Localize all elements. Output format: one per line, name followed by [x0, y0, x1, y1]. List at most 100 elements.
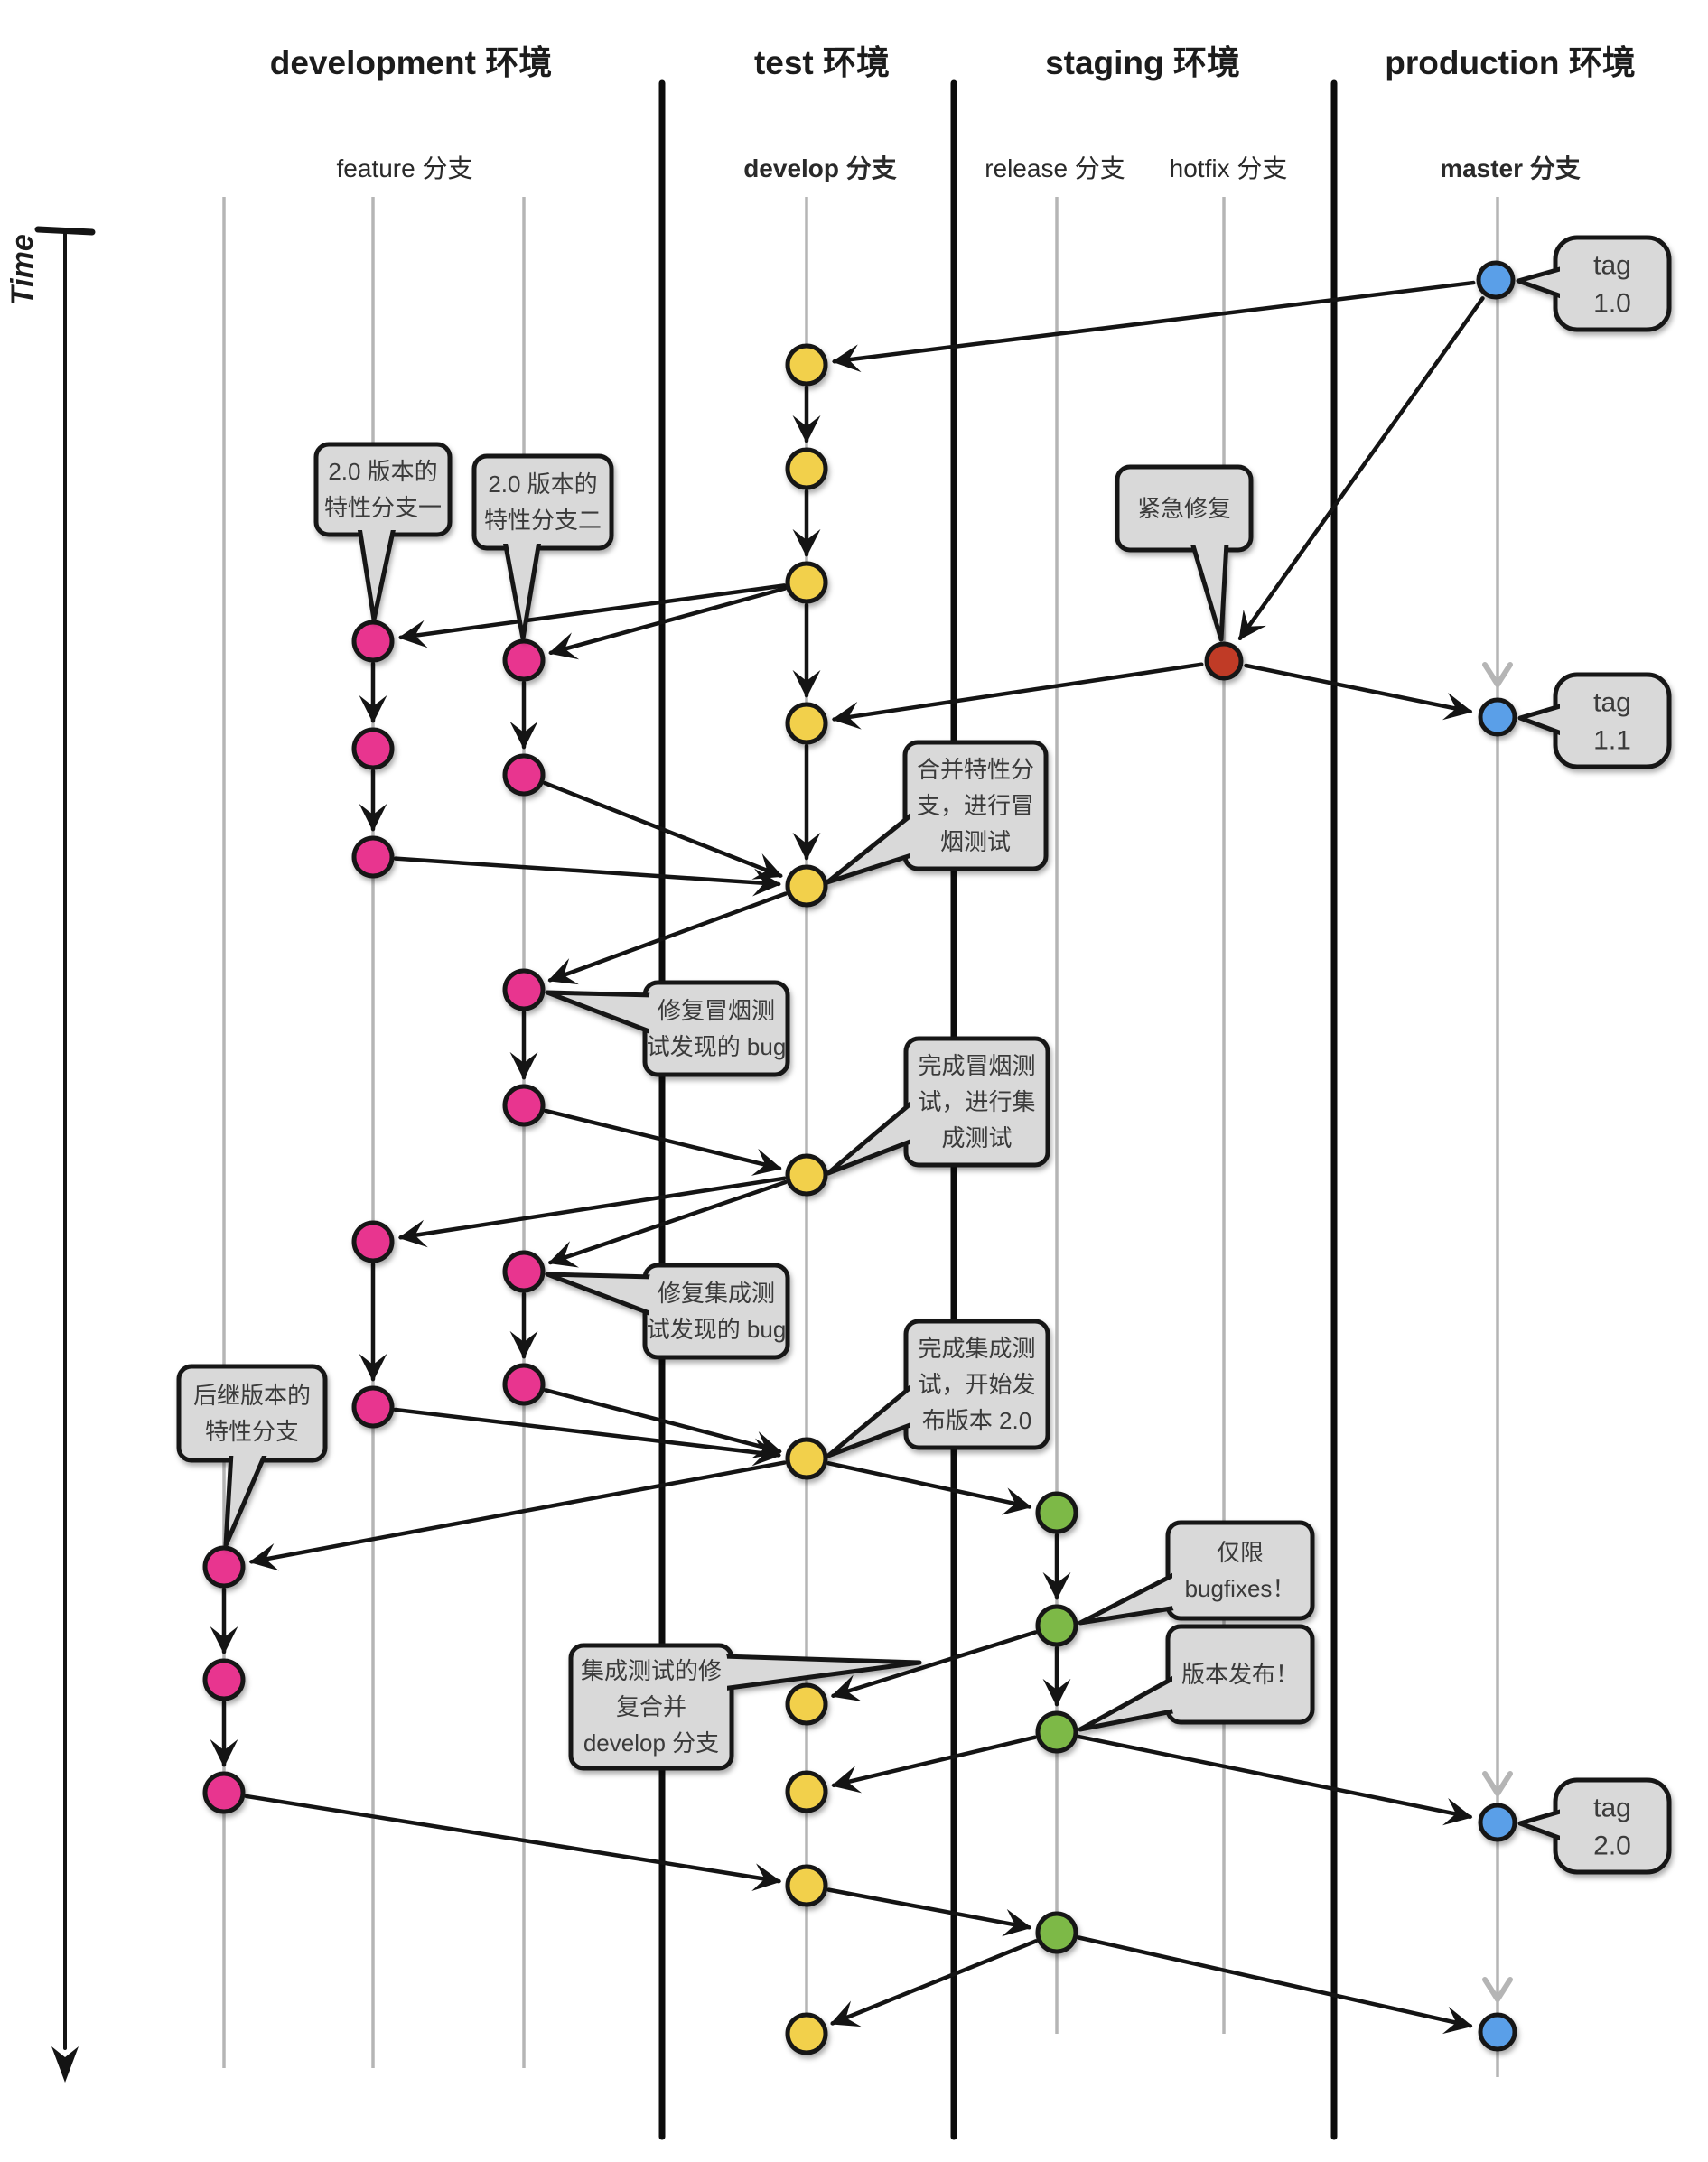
- commit-node-F3b-feature: [502, 753, 546, 797]
- env-column-header-test: test 环境: [754, 44, 890, 81]
- commit-node-D7-develop: [785, 1437, 828, 1480]
- callout-box-inner-integration-merge-note: [575, 1650, 727, 1764]
- callout-text-release-note-line1: 版本发布！: [1181, 1661, 1299, 1688]
- commit-node-R3-release: [1035, 1710, 1078, 1754]
- callout-text-feature-branch-2-note-line1: 2.0 版本的: [488, 471, 597, 498]
- callout-box-inner-feature-branch-2-note: [479, 461, 607, 544]
- callout-text-feature-branch-2-note-line2: 特性分支二: [484, 507, 602, 534]
- lane-arrow-icon-3: [1482, 1977, 1513, 2002]
- env-column-header-production: production 环境: [1385, 44, 1635, 81]
- commit-node-F2b-feature: [351, 727, 395, 770]
- commit-node-D10-develop: [785, 1864, 828, 1907]
- callout-pointer-release-note: [1078, 1673, 1180, 1732]
- callout-text-fix-smoke-note-line1: 修复冒烟测: [658, 997, 775, 1024]
- branch-label-release: release 分支: [985, 154, 1125, 182]
- callout-text-bugfix-only-note-line1: 仅限: [1217, 1539, 1264, 1566]
- callout-box-inner-fix-smoke-note: [649, 987, 783, 1070]
- edge-D6-F2d: [397, 1176, 787, 1248]
- commit-node-F1b-feature: [202, 1658, 246, 1701]
- callout-box-inner-release-note: [1172, 1631, 1308, 1718]
- env-column-header-development: development 环境: [270, 44, 553, 81]
- callout-text-done-smoke-note-line3: 成测试: [941, 1124, 1012, 1151]
- commit-node-D11-develop: [785, 2012, 828, 2055]
- commit-node-F3f-feature: [502, 1363, 546, 1406]
- commit-node-F2e-feature: [351, 1385, 395, 1429]
- callout-box-inner-feature-branch-1-note: [321, 449, 445, 530]
- edge-F3b-D5: [543, 780, 783, 880]
- callout-text-fix-integration-note-line1: 修复集成测: [658, 1280, 775, 1307]
- branch-label-master: master 分支: [1440, 154, 1581, 182]
- commit-node-M2-master: [1478, 697, 1517, 737]
- callout-text-tag-1-1-line1: tag: [1593, 688, 1631, 718]
- edge-H1-M2: [1244, 663, 1473, 721]
- callout-box-inner-bugfix-only-note: [1172, 1527, 1308, 1614]
- edge-R3-M3: [1077, 1734, 1473, 1826]
- edge-F3d-D6: [544, 1108, 782, 1176]
- edge-D6-F3e: [547, 1179, 788, 1268]
- commit-node-M3-master: [1478, 1803, 1517, 1842]
- time-axis-arrowhead-icon: [51, 2046, 79, 2083]
- callout-text-integration-merge-note-line2: 复合并: [616, 1693, 686, 1720]
- edge-M1-D1: [831, 280, 1476, 373]
- edge-D7-F1a: [248, 1460, 787, 1571]
- edge-F1c-D10: [244, 1794, 782, 1891]
- commit-node-F2d-feature: [351, 1220, 395, 1263]
- commit-node-D5-develop: [785, 864, 828, 908]
- callout-hotfix-note: 紧急修复: [1115, 464, 1254, 642]
- callout-box-inner-fix-integration-note: [649, 1270, 783, 1353]
- callout-pointer-next-feature-note: [223, 1450, 268, 1548]
- callout-text-tag-1-0-line2: 1.0: [1593, 289, 1631, 319]
- callout-text-done-integration-note-line1: 完成集成测: [918, 1335, 1035, 1362]
- commit-node-F2c-feature: [351, 835, 395, 879]
- callout-pointer-bugfix-only-note: [1078, 1570, 1180, 1626]
- callout-text-tag-2-0-line1: tag: [1593, 1794, 1631, 1823]
- callout-text-fix-smoke-note-line2: 试发现的 bug: [647, 1033, 787, 1060]
- callout-text-done-smoke-note-line1: 完成冒烟测: [918, 1052, 1035, 1079]
- commit-node-D6-develop: [785, 1153, 828, 1197]
- callout-text-feature-branch-1-note-line1: 2.0 版本的: [328, 458, 437, 485]
- edge-H1-D4: [831, 662, 1204, 730]
- callout-text-merge-feature-note-line1: 合并特性分: [917, 756, 1034, 783]
- env-column-header-staging: staging 环境: [1045, 44, 1240, 81]
- callout-text-merge-feature-note-line3: 烟测试: [940, 828, 1011, 855]
- callout-text-next-feature-note-line2: 特性分支: [205, 1418, 299, 1445]
- callout-pointer-tag-1-1: [1517, 702, 1569, 738]
- commit-node-D3-develop: [785, 561, 828, 604]
- edge-D3-F3a: [548, 586, 788, 660]
- edge-R2-D8: [830, 1630, 1038, 1702]
- commit-node-F3e-feature: [502, 1250, 546, 1293]
- callout-box-inner-tag-1-1: [1560, 679, 1665, 762]
- commit-node-F3a-feature: [502, 638, 546, 682]
- commit-node-M1-master: [1476, 260, 1516, 300]
- callout-text-integration-merge-note-line1: 集成测试的修: [581, 1657, 722, 1684]
- branch-label-develop: develop 分支: [743, 154, 897, 182]
- commit-node-F3c-feature: [502, 968, 546, 1011]
- callout-pointer-done-integration-note: [826, 1381, 918, 1458]
- callout-text-done-integration-note-line3: 布版本 2.0: [922, 1407, 1031, 1434]
- callout-text-tag-1-0-line1: tag: [1593, 251, 1631, 281]
- callout-text-merge-feature-note-line2: 支，进行冒: [917, 792, 1034, 819]
- commit-node-F2a-feature: [351, 620, 395, 663]
- callout-pointer-hotfix-note: [1190, 540, 1229, 642]
- edge-R4-D11: [830, 1939, 1039, 2027]
- callout-text-tag-2-0-line2: 2.0: [1593, 1831, 1631, 1861]
- callout-tag-2-0: tag 2.0: [1517, 1777, 1672, 1875]
- edge-F2c-D5: [393, 856, 781, 897]
- callout-pointer-done-smoke-note: [826, 1097, 918, 1176]
- callout-pointer-merge-feature-note: [825, 810, 917, 885]
- callout-box-inner-merge-feature-note: [910, 747, 1041, 864]
- callout-text-hotfix-note-line1: 紧急修复: [1137, 495, 1231, 522]
- commit-node-D9-develop: [785, 1770, 828, 1813]
- time-axis-label: Time: [5, 234, 40, 305]
- callout-pointer-fix-integration-note: [545, 1272, 657, 1318]
- callout-pointer-feature-branch-1-note: [357, 525, 397, 622]
- edge-F3f-D7: [543, 1388, 782, 1458]
